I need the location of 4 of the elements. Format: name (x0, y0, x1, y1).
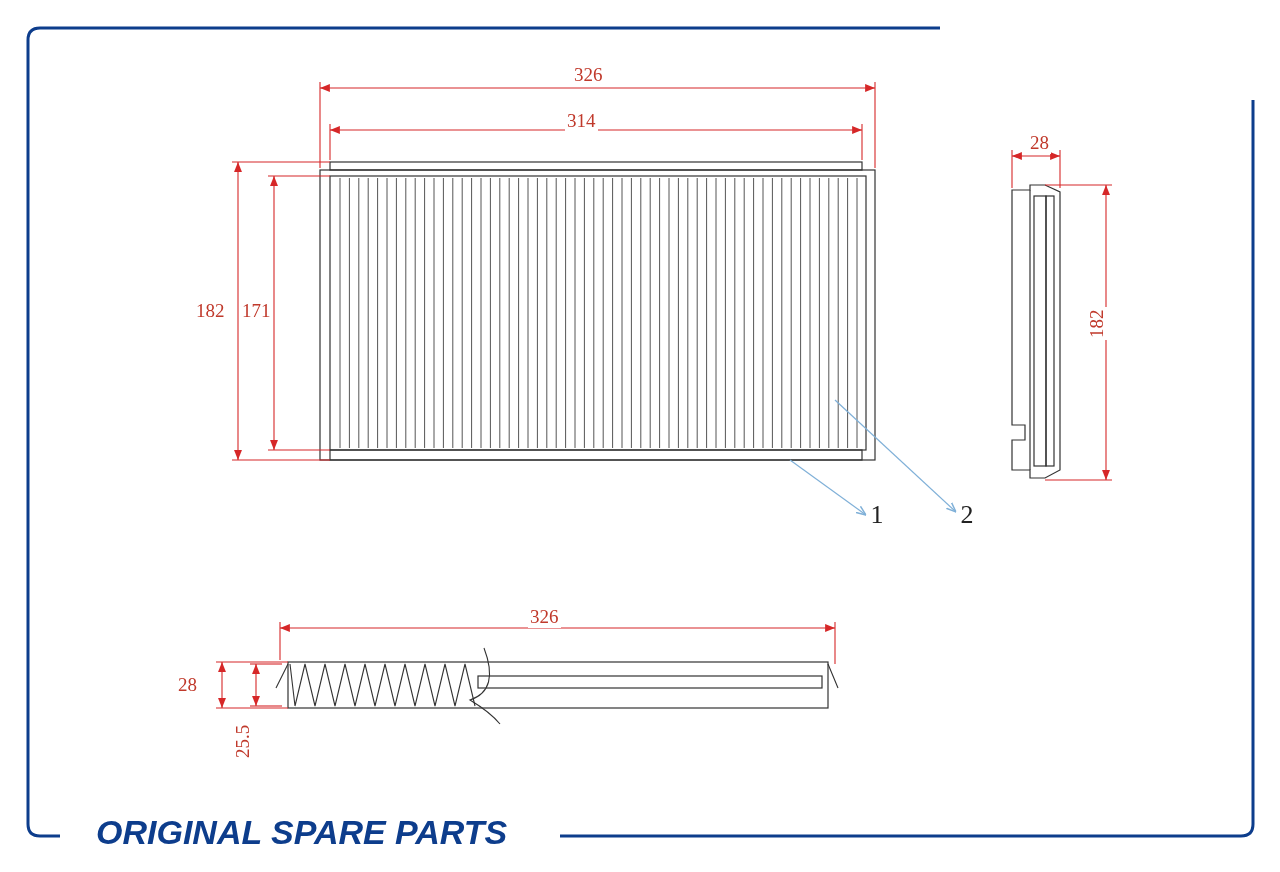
callout-number: 2 (958, 501, 976, 529)
callout-number: 1 (868, 501, 886, 529)
leader-line (834, 399, 957, 513)
leader-line (789, 459, 867, 516)
